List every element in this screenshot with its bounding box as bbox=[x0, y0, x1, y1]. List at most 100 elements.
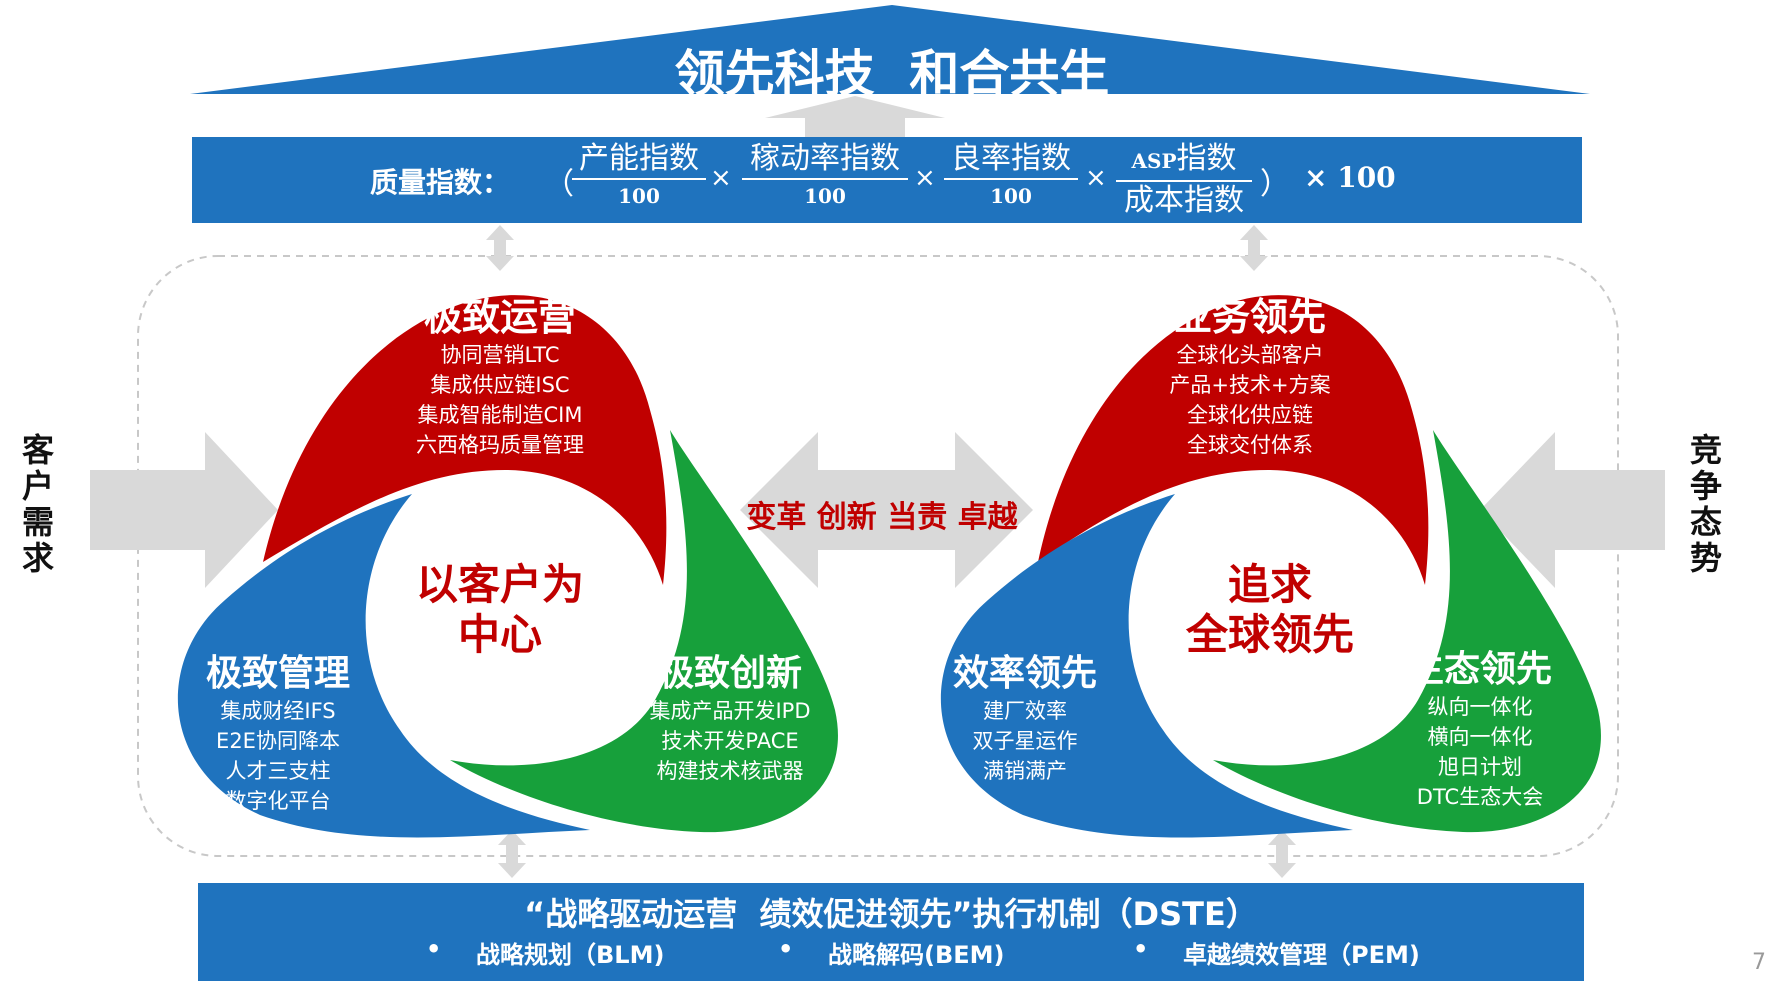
right-left-block: 效率领先 建厂效率 双子星运作 满销满产 bbox=[930, 652, 1120, 786]
core-values: 变革 创新 当责 卓越 bbox=[746, 500, 1018, 535]
left-petal-blue bbox=[177, 494, 590, 838]
formula-bar bbox=[192, 137, 1582, 223]
left-right-item: 集成产品开发IPD bbox=[649, 699, 811, 723]
fraction-denominator: 100 bbox=[618, 184, 660, 208]
center-line: 以客户为 bbox=[415, 560, 584, 609]
right-petal-blue bbox=[940, 494, 1353, 838]
fraction-line bbox=[944, 178, 1078, 180]
left-top-block: 极致运营 协同营销LTC 集成供应链ISC 集成智能制造CIM 六西格玛质量管理 bbox=[380, 294, 620, 460]
left-left-title: 极致管理 bbox=[205, 653, 350, 694]
side-char: 态 bbox=[1689, 503, 1722, 541]
banner-title: 领先科技 和合共生 bbox=[674, 45, 1110, 103]
left-center-text: 以客户为 中心 bbox=[400, 560, 600, 660]
fraction-denominator: 100 bbox=[990, 184, 1032, 208]
bullet-mark: • bbox=[778, 935, 794, 963]
up-arrow bbox=[765, 96, 945, 138]
left-right-block: 极致创新 集成产品开发IPD 技术开发PACE 构建技术核武器 bbox=[630, 652, 830, 786]
center-line: 全球领先 bbox=[1185, 610, 1354, 659]
right-petal-red bbox=[1038, 295, 1429, 585]
center-line: 追求 bbox=[1227, 560, 1312, 609]
left-left-block: 极致管理 集成财经IFS E2E协同降本 人才三支柱 数字化平台 bbox=[178, 652, 378, 816]
right-left-title: 效率领先 bbox=[952, 653, 1097, 694]
right-top-block: 业务领先 全球化头部客户 产品+技术+方案 全球化供应链 全球交付体系 bbox=[1130, 294, 1370, 460]
left-left-item: 集成财经IFS bbox=[220, 699, 336, 723]
bottom-bar bbox=[198, 883, 1584, 981]
right-right-item: 横向一体化 bbox=[1427, 725, 1533, 749]
side-char: 需 bbox=[21, 503, 54, 541]
left-petal-red bbox=[263, 295, 667, 585]
connector-arrows bbox=[486, 225, 1296, 878]
top-banner-roof bbox=[190, 5, 1590, 94]
left-top-item: 六西格玛质量管理 bbox=[416, 433, 584, 457]
side-label-competition: 竞 争 态 势 bbox=[1686, 432, 1726, 576]
left-right-item: 构建技术核武器 bbox=[656, 759, 804, 783]
fraction-line bbox=[1116, 180, 1252, 182]
bullet-pem: 卓越绩效管理（PEM) bbox=[1183, 941, 1420, 969]
left-left-item: 数字化平台 bbox=[225, 789, 331, 813]
formula: 质量指数： （ 产能指数 100 × 稼动率指数 100 × 良率指数 100 … bbox=[192, 137, 1582, 223]
fraction-capacity: 产能指数 100 bbox=[570, 141, 708, 211]
fraction-numerator: 良率指数 bbox=[951, 141, 1071, 176]
side-char: 求 bbox=[21, 539, 54, 577]
right-left-item: 建厂效率 bbox=[983, 699, 1067, 723]
side-char: 客 bbox=[21, 431, 54, 469]
left-top-item: 协同营销LTC bbox=[440, 343, 560, 367]
left-top-item: 集成智能制造CIM bbox=[417, 403, 583, 427]
right-top-item: 全球交付体系 bbox=[1187, 433, 1313, 457]
left-petal-green bbox=[450, 430, 838, 833]
dashed-frame bbox=[137, 255, 1619, 857]
formula-label: 质量指数： bbox=[370, 166, 511, 199]
right-top-item: 全球化供应链 bbox=[1187, 403, 1313, 427]
bottom-bullets: • 战略规划（BLM) • 战略解码(BEM) • 卓越绩效管理（PEM) bbox=[198, 935, 1584, 971]
right-right-title: 生态领先 bbox=[1407, 649, 1552, 690]
bullet-blm: 战略规划（BLM) bbox=[476, 941, 665, 969]
times-2: × bbox=[914, 163, 936, 193]
fraction-numerator: 稼动率指数 bbox=[750, 141, 900, 176]
double-arrow-top-left bbox=[486, 225, 514, 271]
page-number: 7 bbox=[1752, 950, 1766, 975]
left-top-title: 极致运营 bbox=[423, 295, 576, 339]
asp-label: ASP bbox=[1131, 149, 1177, 173]
double-arrow-top-right bbox=[1240, 225, 1268, 271]
right-left-item: 双子星运作 bbox=[972, 729, 1078, 753]
left-right-title: 极致创新 bbox=[657, 653, 802, 694]
formula-open-paren: （ bbox=[544, 167, 574, 202]
fraction-yield: 良率指数 100 bbox=[942, 141, 1080, 211]
side-char: 势 bbox=[1689, 539, 1722, 577]
index-label: 指数 bbox=[1176, 141, 1237, 176]
left-top-item: 集成供应链ISC bbox=[430, 373, 570, 397]
right-right-item: 旭日计划 bbox=[1438, 755, 1522, 779]
left-left-item: E2E协同降本 bbox=[216, 729, 340, 753]
left-right-item: 技术开发PACE bbox=[661, 729, 799, 753]
side-char: 争 bbox=[1689, 467, 1722, 505]
left-left-item: 人才三支柱 bbox=[225, 759, 331, 783]
fraction-line bbox=[572, 178, 706, 180]
times-1: × bbox=[710, 163, 732, 193]
side-char: 户 bbox=[21, 467, 54, 505]
times-3: × bbox=[1085, 163, 1107, 193]
right-right-item: DTC生态大会 bbox=[1416, 785, 1544, 809]
fraction-numerator: ASP指数 bbox=[1114, 141, 1254, 179]
fraction-line bbox=[742, 178, 908, 180]
side-label-customer-demand: 客 户 需 求 bbox=[18, 432, 58, 576]
side-char: 竞 bbox=[1689, 431, 1722, 469]
right-petal-green bbox=[1213, 430, 1601, 833]
bullet-bem: 战略解码(BEM) bbox=[828, 941, 1005, 969]
bottom-title: “战略驱动运营 绩效促进领先”执行机制（DSTE） bbox=[524, 895, 1258, 933]
right-top-item: 全球化头部客户 bbox=[1176, 343, 1324, 367]
right-right-item: 纵向一体化 bbox=[1427, 695, 1533, 719]
center-line: 中心 bbox=[457, 610, 542, 659]
fraction-numerator: 产能指数 bbox=[579, 141, 699, 176]
fraction-denominator: 100 bbox=[804, 184, 846, 208]
right-left-item: 满销满产 bbox=[983, 759, 1067, 783]
double-arrow-bottom-right bbox=[1268, 830, 1296, 878]
formula-close-paren: ） bbox=[1260, 167, 1290, 202]
bullet-mark: • bbox=[1133, 935, 1149, 963]
bullet-mark: • bbox=[426, 935, 442, 963]
right-top-title: 业务领先 bbox=[1173, 295, 1326, 339]
fraction-utilization: 稼动率指数 100 bbox=[740, 141, 910, 211]
formula-multiplier: × 100 bbox=[1304, 161, 1396, 194]
fraction-denominator: 成本指数 bbox=[1124, 183, 1244, 218]
right-top-item: 产品+技术+方案 bbox=[1169, 373, 1331, 397]
